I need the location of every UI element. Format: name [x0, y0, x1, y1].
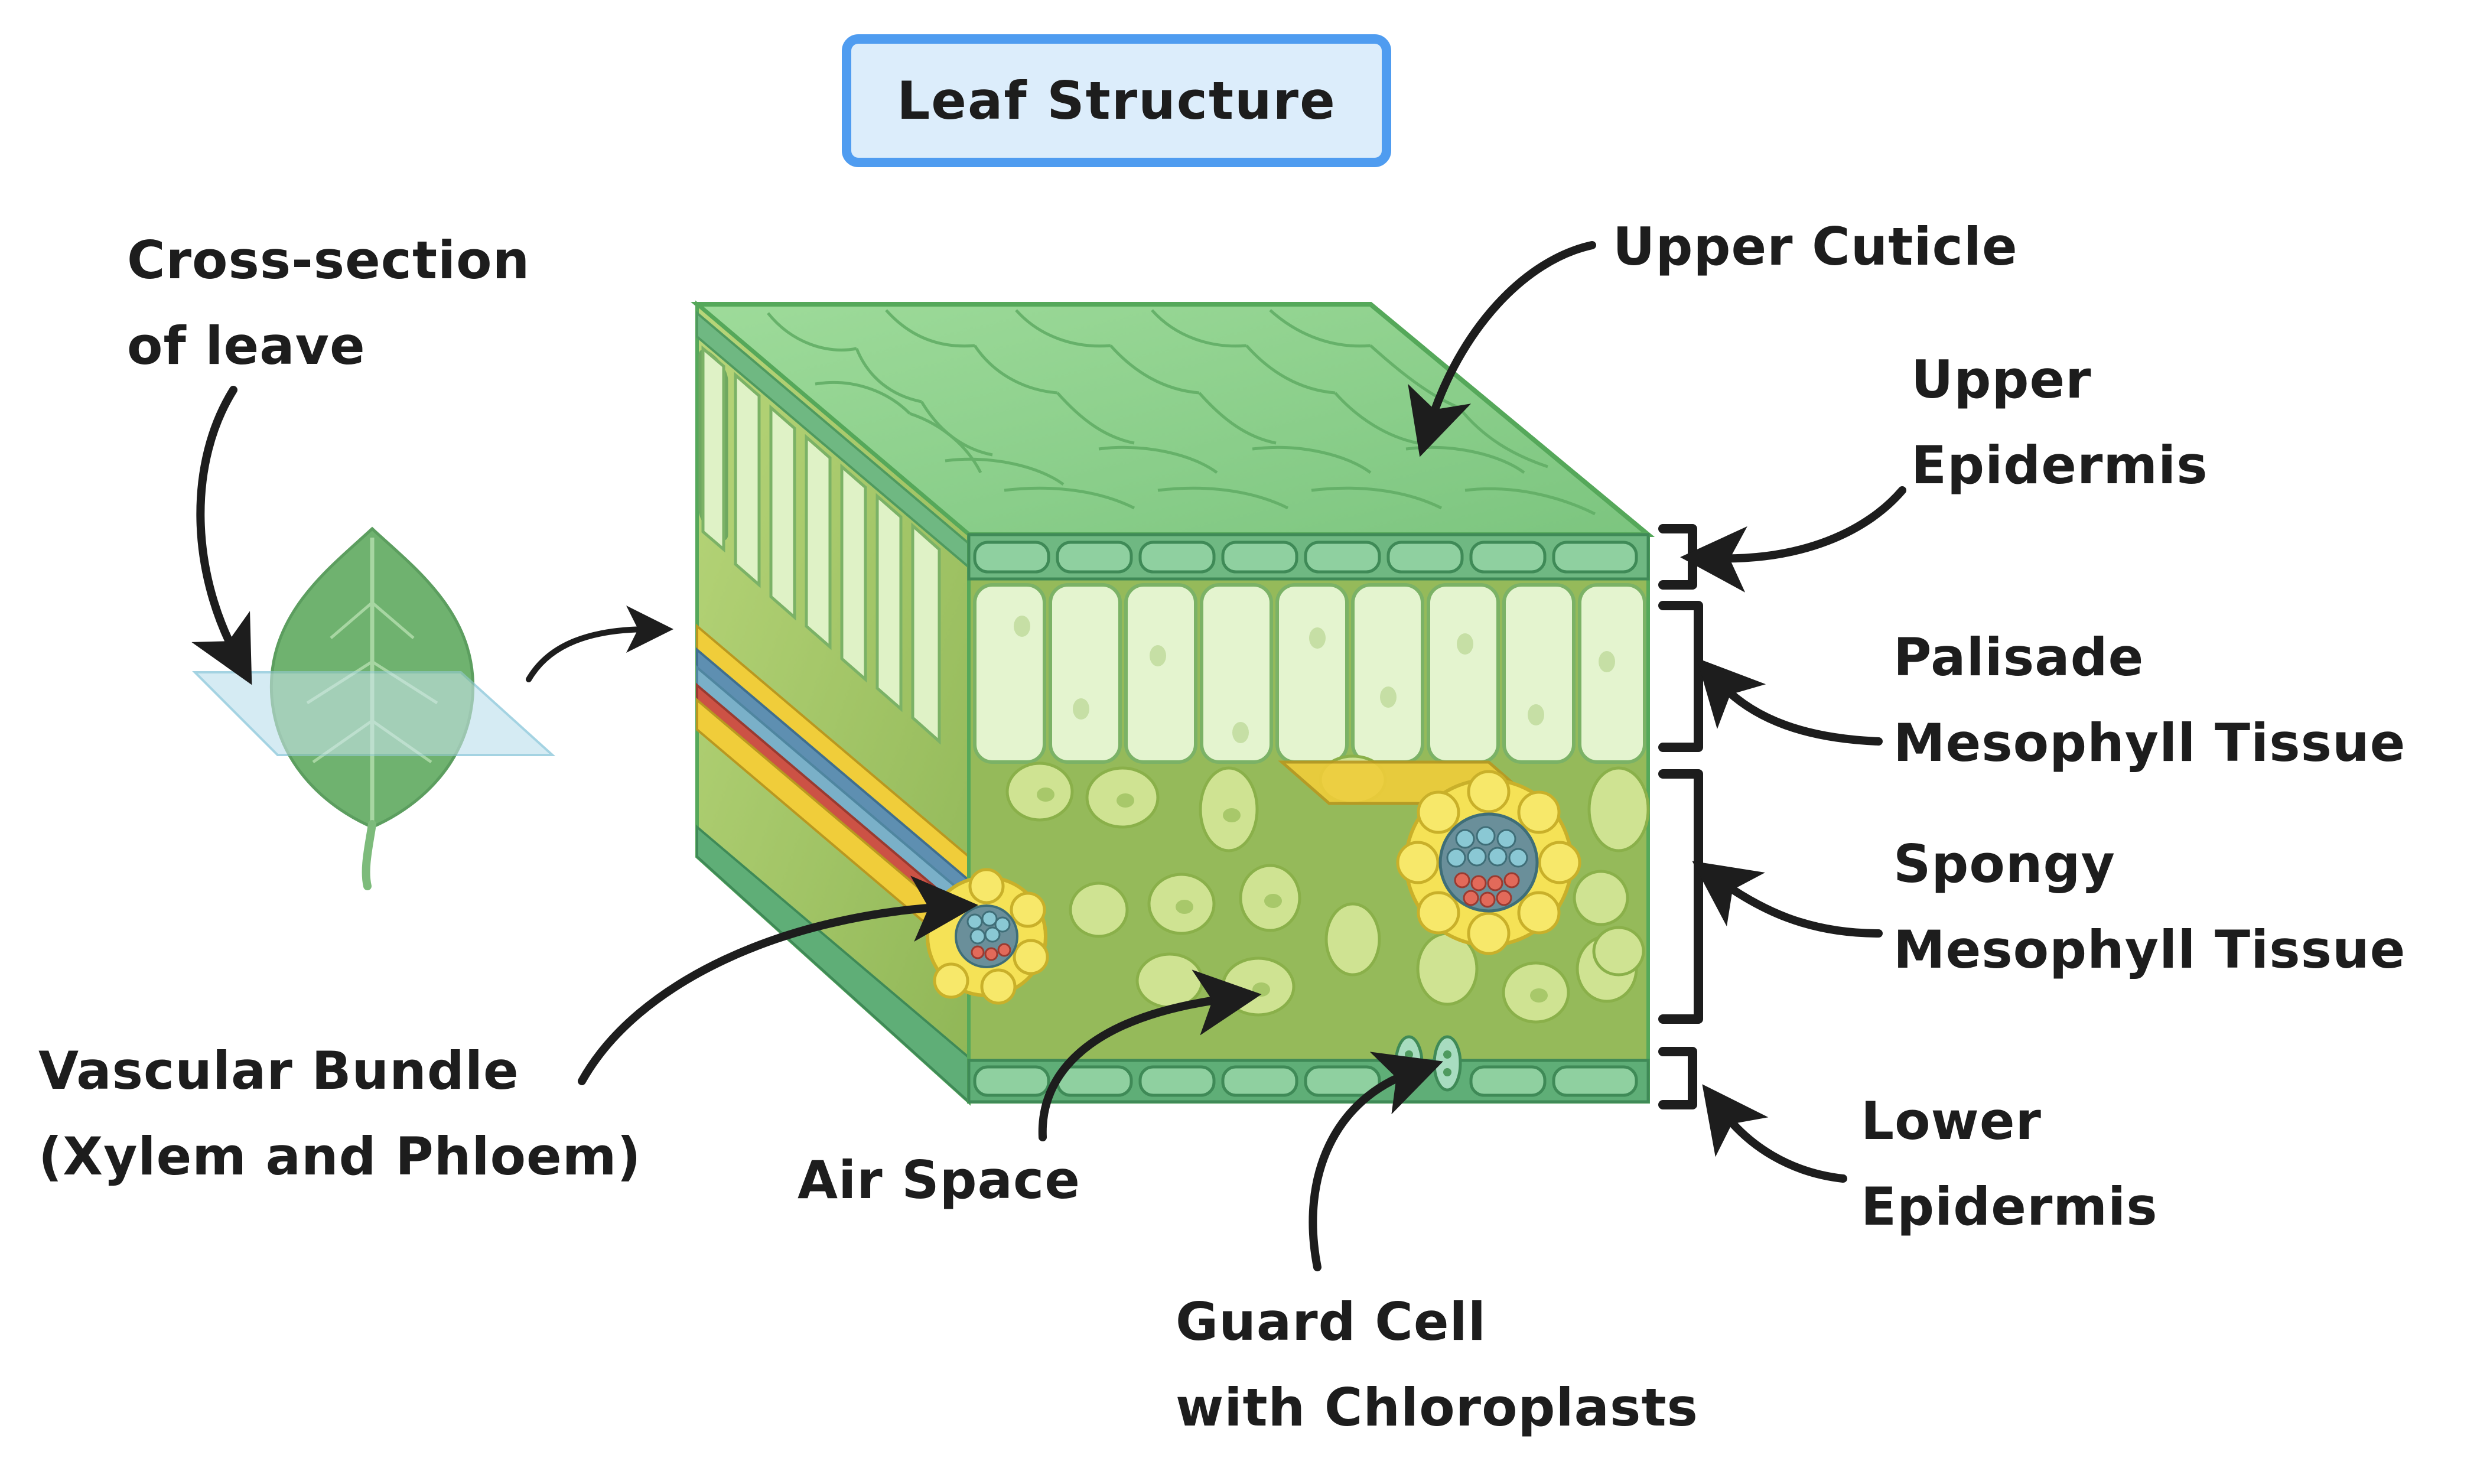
palisade-cells	[973, 583, 1646, 764]
cutting-plane-front	[192, 671, 556, 756]
label-vascular-bundle: Vascular Bundle (Xylem and Phloem)	[38, 1040, 642, 1187]
diagram-title: Leaf Structure	[897, 70, 1336, 131]
leaf-block	[691, 300, 1655, 1106]
bracket-palisade	[1658, 601, 1703, 752]
label-guard-cell: Guard Cell with Chloroplasts	[1176, 1291, 1698, 1438]
vascular-bundle-front	[1278, 760, 1581, 955]
arrow-spongy	[1692, 861, 1883, 938]
arrow-guard-cell	[1309, 1052, 1443, 1271]
label-air-space: Air Space	[798, 1150, 1080, 1210]
arrow-leaf-to-block	[526, 606, 673, 682]
label-lower-epidermis: Lower Epidermis	[1861, 1091, 2158, 1237]
arrow-palisade	[1696, 658, 1883, 746]
left-vascular-strips	[696, 623, 970, 963]
arrow-upper-epidermis	[1680, 486, 1906, 593]
bracket-lower-epidermis	[1658, 1047, 1697, 1109]
label-upper-epidermis: Upper Epidermis	[1911, 349, 2208, 496]
bracket-spongy	[1658, 769, 1703, 1024]
arrow-upper-cuticle	[1408, 241, 1596, 457]
bracket-upper-epidermis	[1658, 524, 1697, 590]
arrow-air-space	[1038, 969, 1262, 1141]
label-palisade: Palisade Mesophyll Tissue	[1893, 627, 2406, 773]
callout-arrows	[191, 241, 1906, 1271]
arrow-cross-section	[191, 386, 252, 685]
arrow-lower-epidermis	[1702, 1084, 1847, 1183]
layer-brackets	[1658, 524, 1703, 1109]
arrow-vascular-bundle	[578, 876, 978, 1085]
leaf-icon	[192, 526, 556, 890]
label-cross-section: Cross-section of leave	[127, 230, 530, 376]
title-box: Leaf Structure	[842, 34, 1391, 167]
label-spongy: Spongy Mesophyll Tissue	[1893, 834, 2406, 980]
label-upper-cuticle: Upper Cuticle	[1613, 216, 2018, 277]
leaf-stem	[362, 820, 376, 890]
